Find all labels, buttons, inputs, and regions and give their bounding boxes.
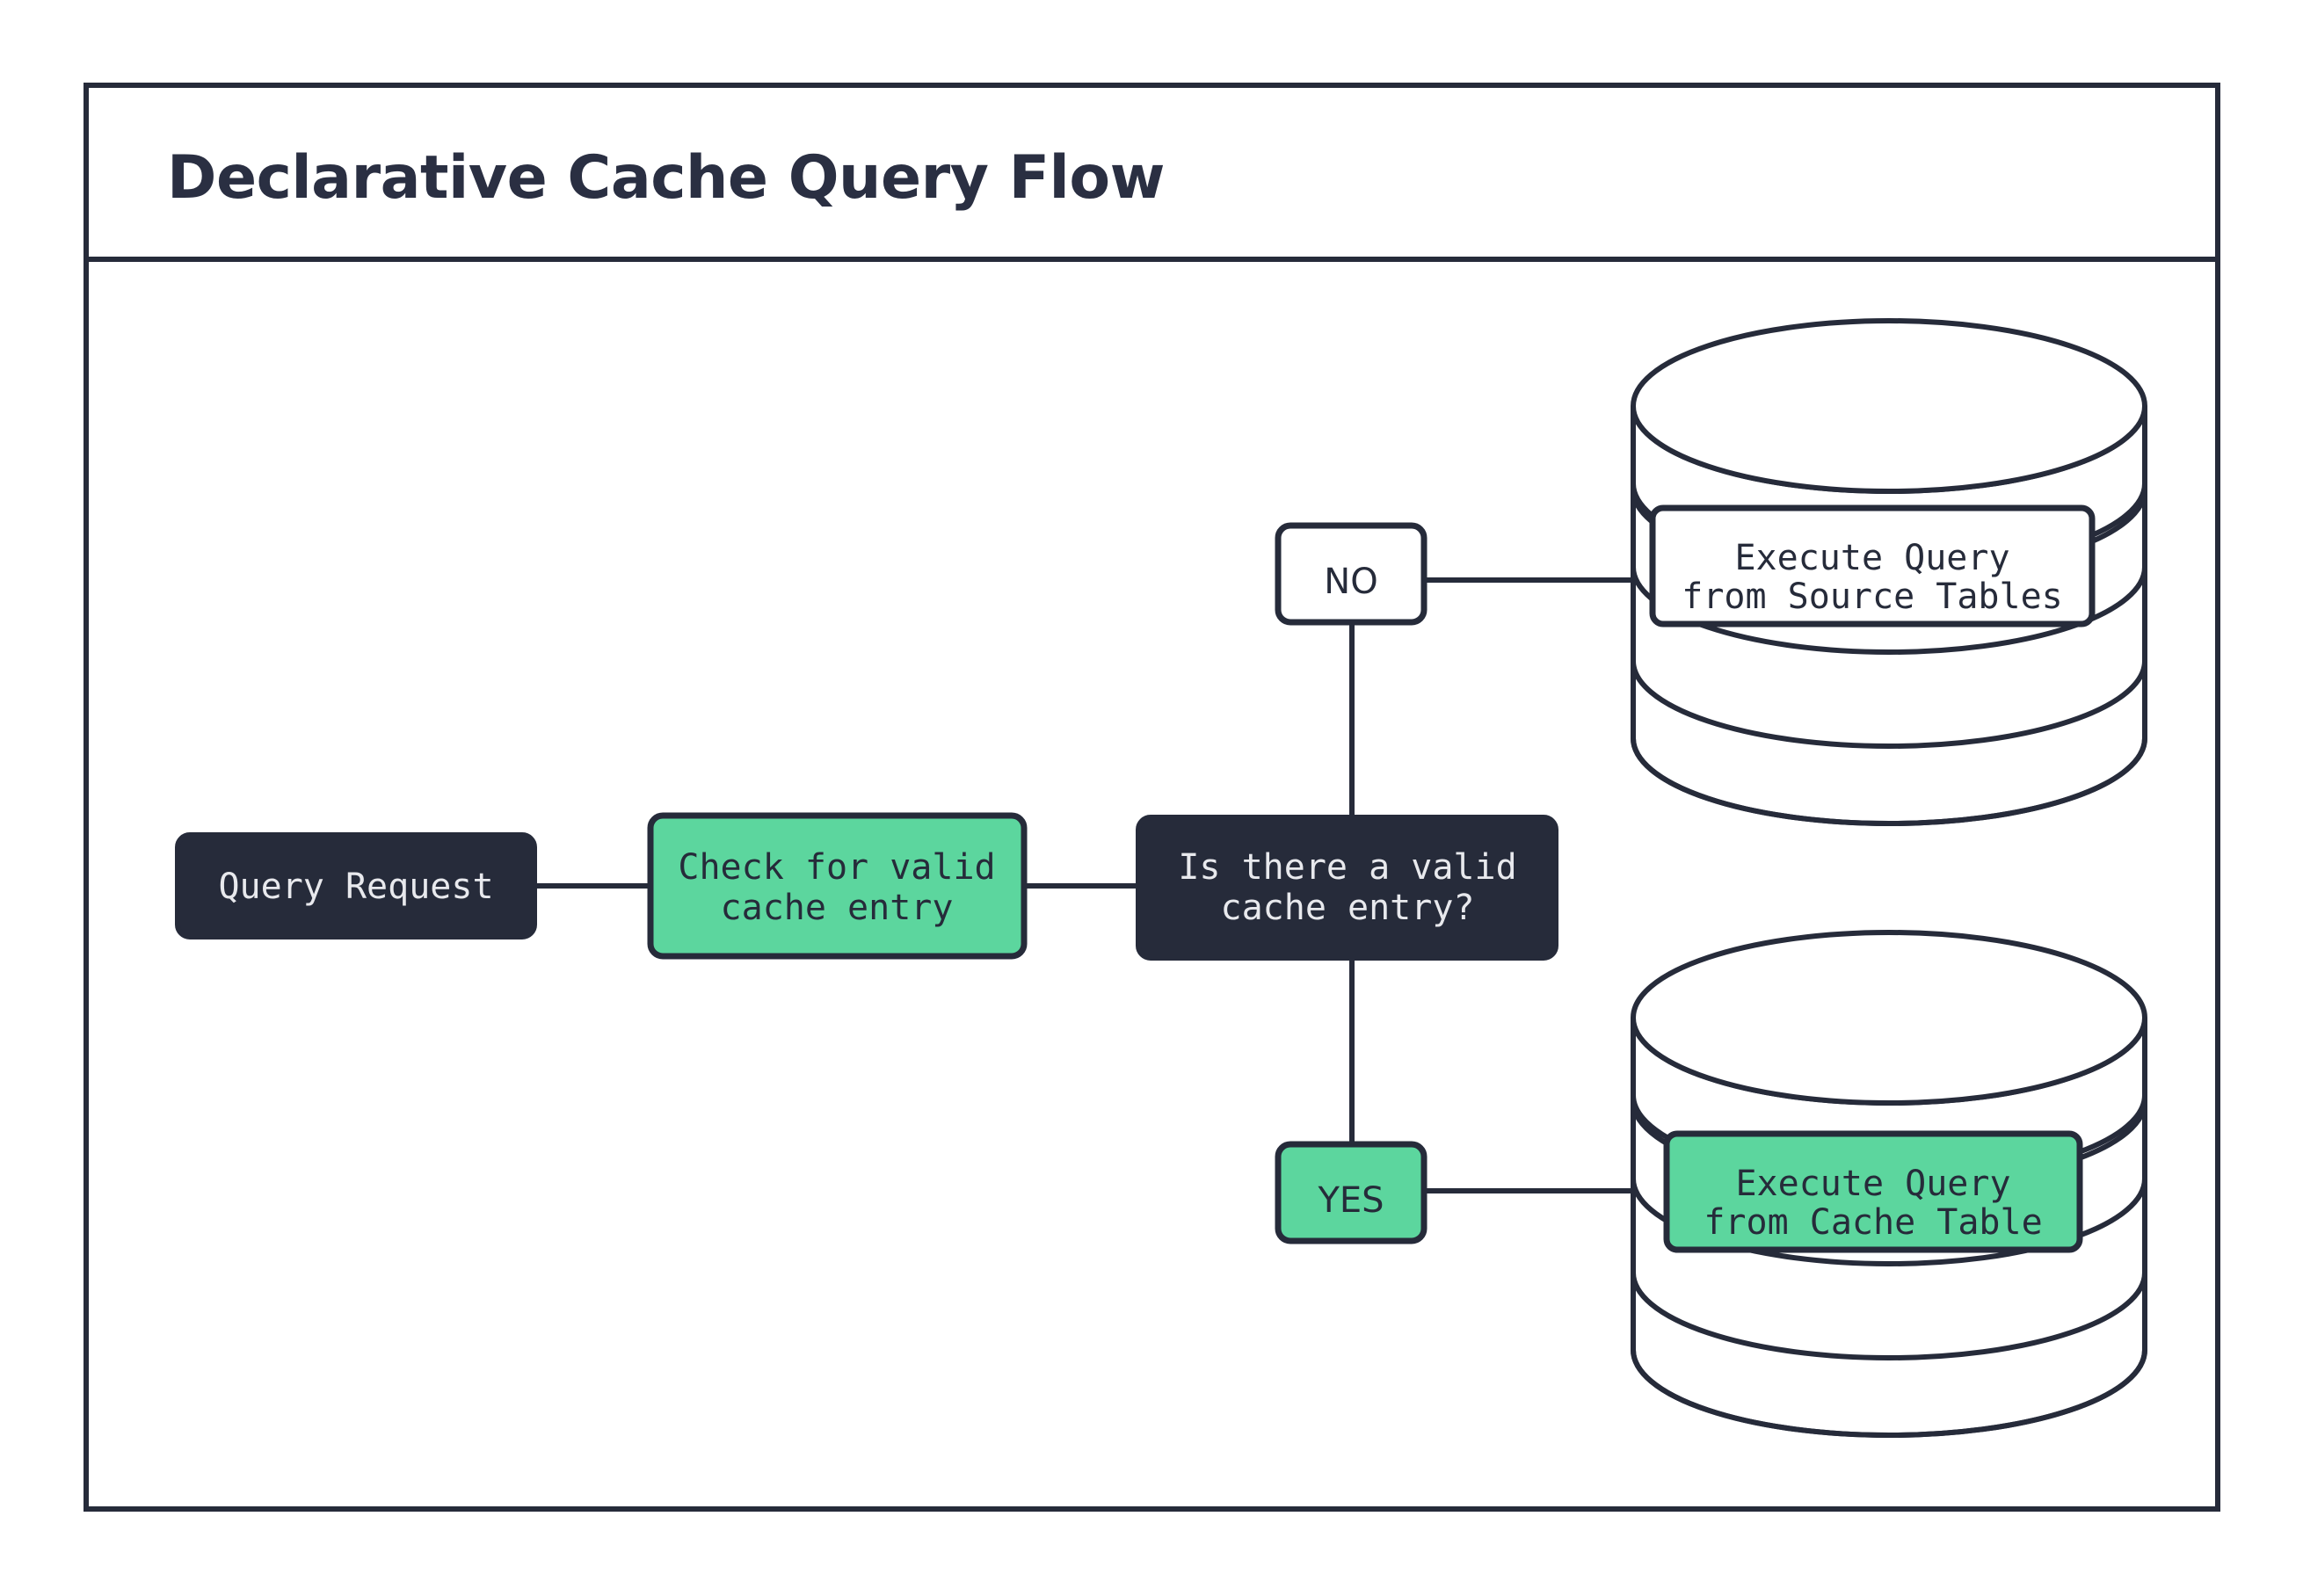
node-execute-cache[interactable]: Execute Query from Cache Table bbox=[1663, 1130, 2083, 1253]
execute-source-line2: from Source Tables bbox=[1682, 577, 2062, 617]
decision-line2: cache entry? bbox=[1221, 888, 1475, 928]
db-source-top-cap bbox=[1631, 318, 2147, 494]
check-cache-box[interactable] bbox=[647, 812, 1028, 960]
execute-cache-line1: Execute Query bbox=[1735, 1164, 2010, 1204]
page-title: Declarative Cache Query Flow bbox=[167, 143, 1165, 213]
decision-box[interactable] bbox=[1136, 815, 1558, 961]
execute-source-box[interactable] bbox=[1649, 504, 2096, 628]
node-decision[interactable]: Is there a valid cache entry? bbox=[1136, 815, 1558, 961]
yes-label-text: YES bbox=[1317, 1180, 1384, 1221]
check-cache-line1: Check for valid bbox=[678, 847, 995, 888]
yes-label-box[interactable] bbox=[1275, 1141, 1428, 1244]
query-request-box[interactable] bbox=[175, 832, 537, 939]
edge-label-yes[interactable]: YES bbox=[1275, 1141, 1428, 1244]
no-label-text: NO bbox=[1324, 562, 1377, 602]
node-query-request[interactable]: Query Request bbox=[175, 832, 537, 939]
db-source-bottom-cap bbox=[1631, 737, 2147, 826]
execute-source-line1: Execute Query bbox=[1734, 538, 2009, 578]
execute-cache-line2: from Cache Table bbox=[1704, 1202, 2042, 1243]
edge-label-no[interactable]: NO bbox=[1275, 522, 1428, 626]
decision-line1: Is there a valid bbox=[1178, 847, 1516, 888]
node-execute-source[interactable]: Execute Query from Source Tables bbox=[1649, 504, 2096, 628]
node-check-cache[interactable]: Check for valid cache entry bbox=[647, 812, 1028, 960]
db-cache-top-cap bbox=[1631, 930, 2147, 1106]
check-cache-line2: cache entry bbox=[721, 888, 954, 928]
execute-cache-box[interactable] bbox=[1663, 1130, 2083, 1253]
db-cache-bottom-cap bbox=[1631, 1349, 2147, 1438]
query-request-label: Query Request bbox=[218, 867, 493, 907]
no-label-box[interactable] bbox=[1275, 522, 1428, 626]
